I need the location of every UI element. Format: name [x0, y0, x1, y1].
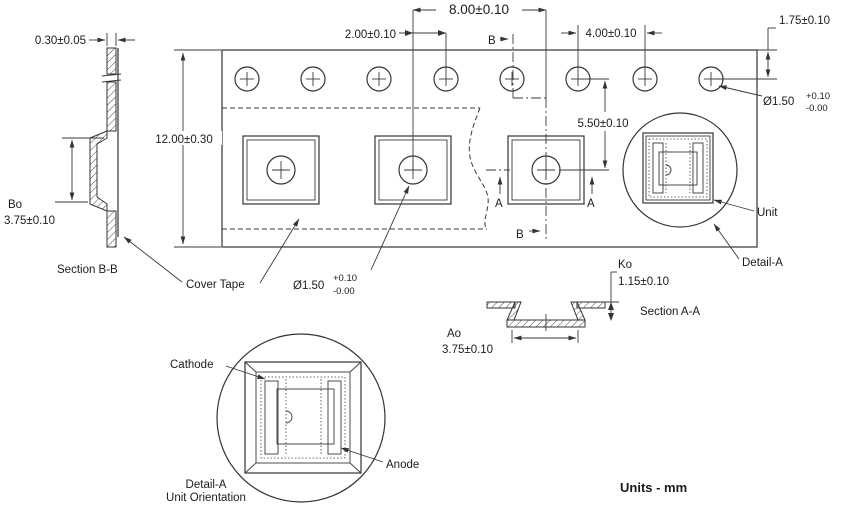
- pocket-inner: [645, 135, 711, 201]
- detail-caption-line2: Unit Orientation: [166, 492, 246, 504]
- top-dimensions: 8.00±0.10 2.00±0.10 B B 4.00±0.10 1.75±0…: [123, 2, 830, 297]
- anode-electrode: [327, 380, 342, 455]
- mitre-corner: [349, 361, 362, 373]
- leader: [370, 185, 410, 271]
- mitre-corner: [349, 462, 362, 474]
- section-bb-view: 0.30±0.05 Bo 3.75±0.10 12.00±0.30 Sectio…: [4, 33, 222, 276]
- dim-hole-to-pocket: 5.50±0.10: [577, 118, 628, 130]
- tape-strip: [106, 81, 117, 132]
- dim-hole-pitch: 4.00±0.10: [585, 28, 636, 40]
- dim-ao-label: Ao: [447, 328, 461, 340]
- detail-circle: [216, 333, 386, 503]
- arrowhead: [608, 313, 614, 321]
- flange: [576, 301, 606, 309]
- anode-label: Anode: [386, 459, 419, 471]
- arrowhead: [405, 30, 413, 36]
- leader: [123, 236, 183, 283]
- tape-top-view: [221, 49, 758, 248]
- unit-outline-dotted: [260, 376, 346, 459]
- sprocket-holes: [234, 66, 724, 92]
- section-aa-caption: Section A-A: [640, 306, 700, 318]
- cover-tape-label: Cover Tape: [186, 279, 245, 291]
- dim-pocket-to-hole: 2.00±0.10: [345, 29, 396, 41]
- pocket-profile: [89, 130, 108, 212]
- dim-hole-dia-minus: -0.00: [806, 103, 828, 114]
- component-pocket: [242, 135, 320, 205]
- leader: [259, 218, 300, 284]
- pocket-outer: [642, 132, 714, 204]
- mitre-corner: [244, 361, 257, 373]
- leader: [713, 199, 755, 212]
- pocket-outer: [244, 361, 362, 474]
- label-mask: [145, 131, 222, 145]
- dim-pocket-dia: Ø1.50: [293, 280, 324, 292]
- detail-caption-line1: Detail-A: [186, 479, 227, 491]
- arrowhead: [608, 302, 614, 310]
- sprocket-hole: [300, 66, 326, 92]
- mitre-corner: [244, 462, 257, 474]
- pocket-inner: [255, 371, 351, 464]
- sprocket-hole: [366, 66, 392, 92]
- dim-tape-width: 12.00±0.30: [155, 134, 212, 146]
- dim-tape-thickness: 0.30±0.05: [35, 35, 86, 47]
- cathode-electrode: [652, 142, 664, 194]
- anode-electrode: [692, 142, 704, 194]
- tape-strip: [106, 210, 117, 248]
- detail-a-balloon: Unit Detail-A: [622, 112, 783, 269]
- leader: [713, 223, 740, 260]
- unit-label: Unit: [757, 207, 778, 219]
- tape-outline: [221, 49, 758, 248]
- leader: [225, 365, 266, 380]
- cover-tape-torn-edge: [468, 107, 489, 230]
- section-marker-a-left: A: [495, 198, 503, 210]
- section-bb-caption: Section B-B: [57, 264, 118, 276]
- leader: [718, 85, 763, 97]
- dim-hole-dia: Ø1.50: [763, 96, 794, 108]
- leader: [340, 447, 384, 463]
- dim-pocket-pitch: 8.00±0.10: [449, 2, 509, 17]
- label-mask: [436, 3, 522, 16]
- arrowhead: [438, 30, 446, 36]
- die-outline: [658, 151, 698, 186]
- tape-strip: [106, 47, 117, 75]
- section-marker-a-right: A: [587, 198, 595, 210]
- units-note: Units - mm: [620, 480, 687, 495]
- detail-a-orientation-view: Cathode Anode Detail-A Unit Orientation: [166, 333, 419, 504]
- cathode-label: Cathode: [170, 359, 213, 371]
- detail-a-label: Detail-A: [742, 257, 783, 269]
- dim-ao-value: 3.75±0.10: [442, 344, 493, 356]
- dim-pocket-dia-minus: -0.00: [333, 286, 355, 297]
- flange: [486, 301, 516, 309]
- sprocket-hole: [234, 66, 260, 92]
- polarity-notch: [285, 410, 293, 424]
- section-marker-b-bottom: B: [516, 229, 524, 241]
- sprocket-hole: [499, 66, 525, 92]
- die-outline: [276, 388, 335, 445]
- dim-bo-value: 3.75±0.10: [4, 215, 55, 227]
- dim-edge-offset: 1.75±0.10: [779, 15, 830, 27]
- cathode-electrode: [264, 380, 279, 455]
- section-aa-view: Ko 1.15±0.10 Ao 3.75±0.10 Section A-A: [442, 259, 700, 356]
- section-marker-b-top: B: [488, 35, 496, 47]
- unit-outline-dotted: [648, 138, 708, 198]
- dim-hole-dia-plus: +0.10: [806, 91, 830, 102]
- detail-circle: [622, 112, 738, 228]
- dim-ko-label: Ko: [618, 259, 632, 271]
- polarity-notch: [665, 164, 672, 176]
- dim-ko-value: 1.15±0.10: [618, 276, 669, 288]
- dim-pocket-dia-plus: +0.10: [333, 273, 357, 284]
- dim-bo-label: Bo: [8, 199, 22, 211]
